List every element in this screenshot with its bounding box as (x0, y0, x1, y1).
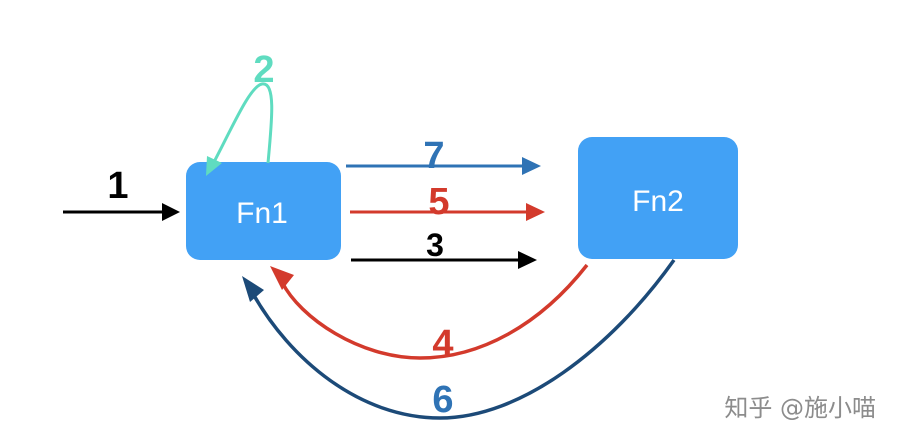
node-fn2: Fn2 (578, 137, 738, 259)
edge-6: 6 (242, 258, 676, 421)
node-fn1: Fn1 (186, 162, 341, 260)
edge-4-arrowhead (270, 266, 294, 290)
edge-5-label: 5 (428, 181, 449, 223)
edge-4-curve (280, 263, 589, 360)
edge-6-arrowhead (242, 276, 264, 302)
node-fn1-label: Fn1 (236, 197, 288, 230)
edge-1: 1 (63, 165, 180, 221)
edge-5-arrowhead (526, 203, 545, 221)
edge-7-arrowhead (522, 157, 541, 175)
edge-7-label: 7 (423, 135, 444, 177)
edge-3-label: 3 (426, 227, 444, 263)
edge-7: 7 (346, 135, 541, 177)
edge-2-label: 2 (253, 49, 274, 91)
node-fn2-box (578, 137, 738, 259)
edge-4-label: 4 (432, 323, 453, 365)
edge-1-arrowhead (162, 203, 180, 221)
edge-6-label: 6 (432, 379, 453, 421)
edge-3-arrowhead (518, 251, 537, 269)
edge-1-label: 1 (107, 165, 128, 207)
edge-4: 4 (270, 263, 589, 365)
node-fn2-label: Fn2 (632, 185, 684, 218)
edge-2-arrowhead (206, 156, 222, 176)
node-fn1-box (186, 162, 341, 260)
watermark-text: 知乎 @施小喵 (724, 394, 876, 422)
edge-2: 2 (206, 49, 275, 176)
edge-2-curve (212, 82, 274, 164)
edge-3: 3 (351, 227, 537, 269)
edge-6-curve (250, 258, 676, 420)
edge-5: 5 (350, 181, 545, 223)
